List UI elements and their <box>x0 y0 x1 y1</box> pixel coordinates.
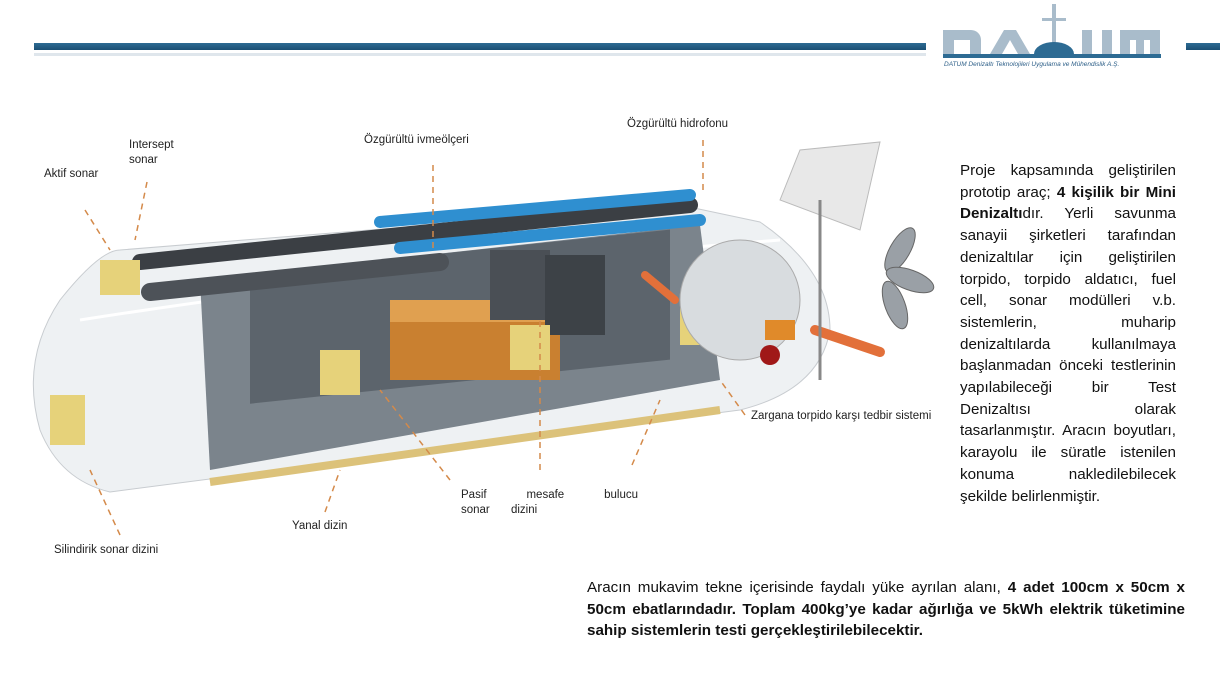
header-bar-shadow <box>34 53 926 56</box>
description-text: dır. Yerli savunma sanayii şirketleri ta… <box>960 205 1176 505</box>
label-zargana: Zargana torpido karşı tedbir sistemi <box>751 410 932 422</box>
leader-lines <box>84 140 746 536</box>
label-ivmeolcer: Özgürültü ivmeölçeri <box>364 134 469 146</box>
label-silindirik: Silindirik sonar dizini <box>54 544 159 556</box>
label-yanal: Yanal dizin <box>292 520 348 532</box>
submarine-illustration <box>32 140 935 536</box>
description-text: Proje kapsamında geliştirilen prototip a… <box>960 162 1176 201</box>
payload-bold: 4 adet 100cm x 50cm x 50cm ebatlarındadı… <box>587 579 1185 639</box>
header-bar-right <box>1186 43 1220 50</box>
datum-logo <box>943 4 1161 58</box>
header-bar-left <box>34 43 926 50</box>
label-pasif: Pasif mesafe bulucu sonar dizini <box>461 489 638 516</box>
payload-text: Aracın mukavim tekne içerisinde faydalı … <box>587 579 1008 596</box>
label-intersept-sonar: Intersept sonar <box>129 139 174 166</box>
label-aktif-sonar: Aktif sonar <box>44 168 99 180</box>
payload-paragraph: Aracın mukavim tekne içerisinde faydalı … <box>587 577 1185 642</box>
logo-subtitle: DATUM Denizaltı Teknolojileri Uygulama v… <box>944 61 1120 68</box>
tail-fin <box>779 141 881 231</box>
label-hidrofon: Özgürültü hidrofonu <box>627 118 729 130</box>
propeller <box>881 227 935 330</box>
description-bold: 4 kişilik bir Mini Denizaltı <box>960 183 1176 223</box>
description-paragraph: Proje kapsamında geliştirilen prototip a… <box>960 160 1176 507</box>
